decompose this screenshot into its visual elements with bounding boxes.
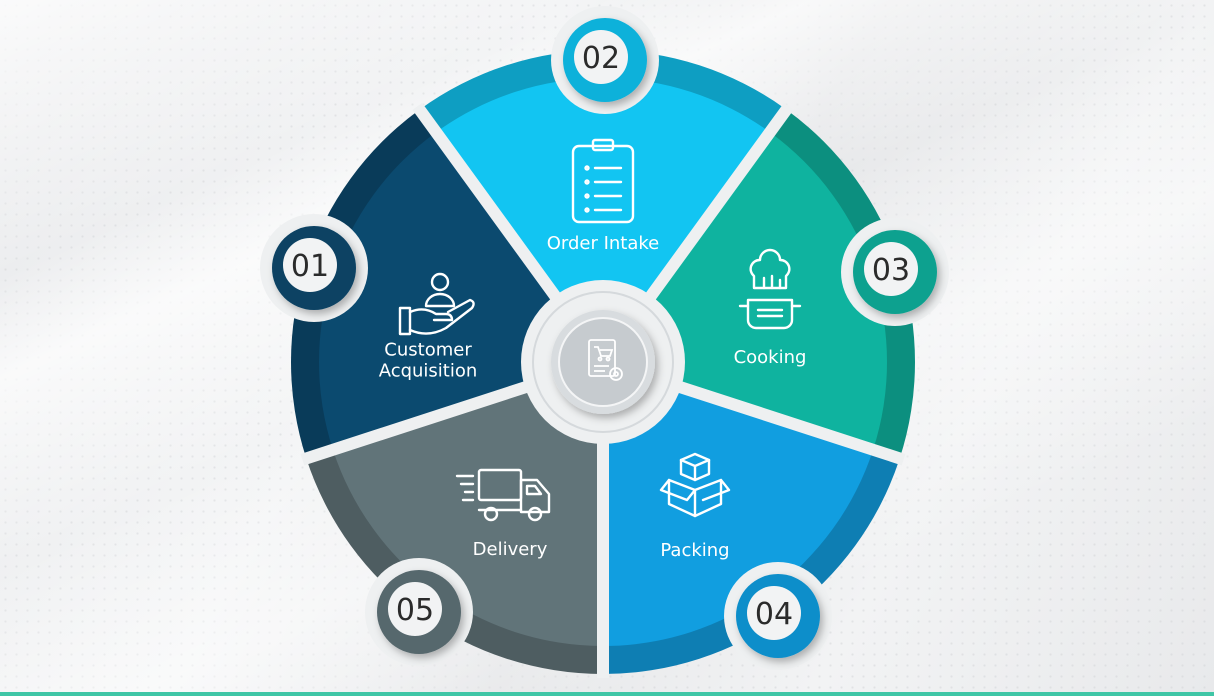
step-label-02: Order Intake (547, 233, 660, 254)
badge-inner (574, 30, 628, 84)
segment-04 (603, 381, 874, 646)
step-label-01: Acquisition (379, 361, 478, 382)
step-label-01: Customer (384, 340, 472, 361)
step-number: 05 (396, 593, 434, 628)
boxes-icon (659, 452, 731, 518)
bottom-accent-bar (0, 692, 1214, 696)
badge-inner (283, 238, 337, 292)
step-badge-04: 04 (724, 562, 832, 670)
step-badge-03: 03 (841, 218, 949, 326)
cart-document-gear-icon (588, 339, 623, 381)
step-label-03: Cooking (734, 347, 807, 368)
step-label-04: Packing (660, 540, 729, 561)
chef-pot-icon (738, 248, 802, 330)
step-badge-05: 05 (365, 558, 473, 666)
badge-inner (747, 586, 801, 640)
segment-01 (319, 132, 567, 450)
hand-user-icon (398, 272, 475, 336)
step-label-05: Delivery (473, 539, 548, 560)
hub-ring-line (532, 291, 674, 433)
segment-divider (412, 102, 575, 320)
clipboard-icon (571, 138, 635, 224)
step-number: 04 (755, 597, 793, 632)
step-badge-02: 02 (551, 6, 659, 114)
step-number: 01 (291, 249, 329, 284)
segment-05 (332, 381, 603, 646)
segment-divider (655, 373, 906, 466)
delivery-truck-icon (455, 468, 551, 522)
segment-03 (639, 132, 888, 450)
step-number: 02 (582, 41, 620, 76)
step-badge-01: 01 (260, 214, 368, 322)
segment-divider (300, 373, 551, 466)
badge-inner (388, 582, 442, 636)
badge-inner (864, 242, 918, 296)
step-number: 03 (872, 253, 910, 288)
segment-divider (631, 102, 794, 320)
hub-inner-disc (558, 317, 648, 407)
